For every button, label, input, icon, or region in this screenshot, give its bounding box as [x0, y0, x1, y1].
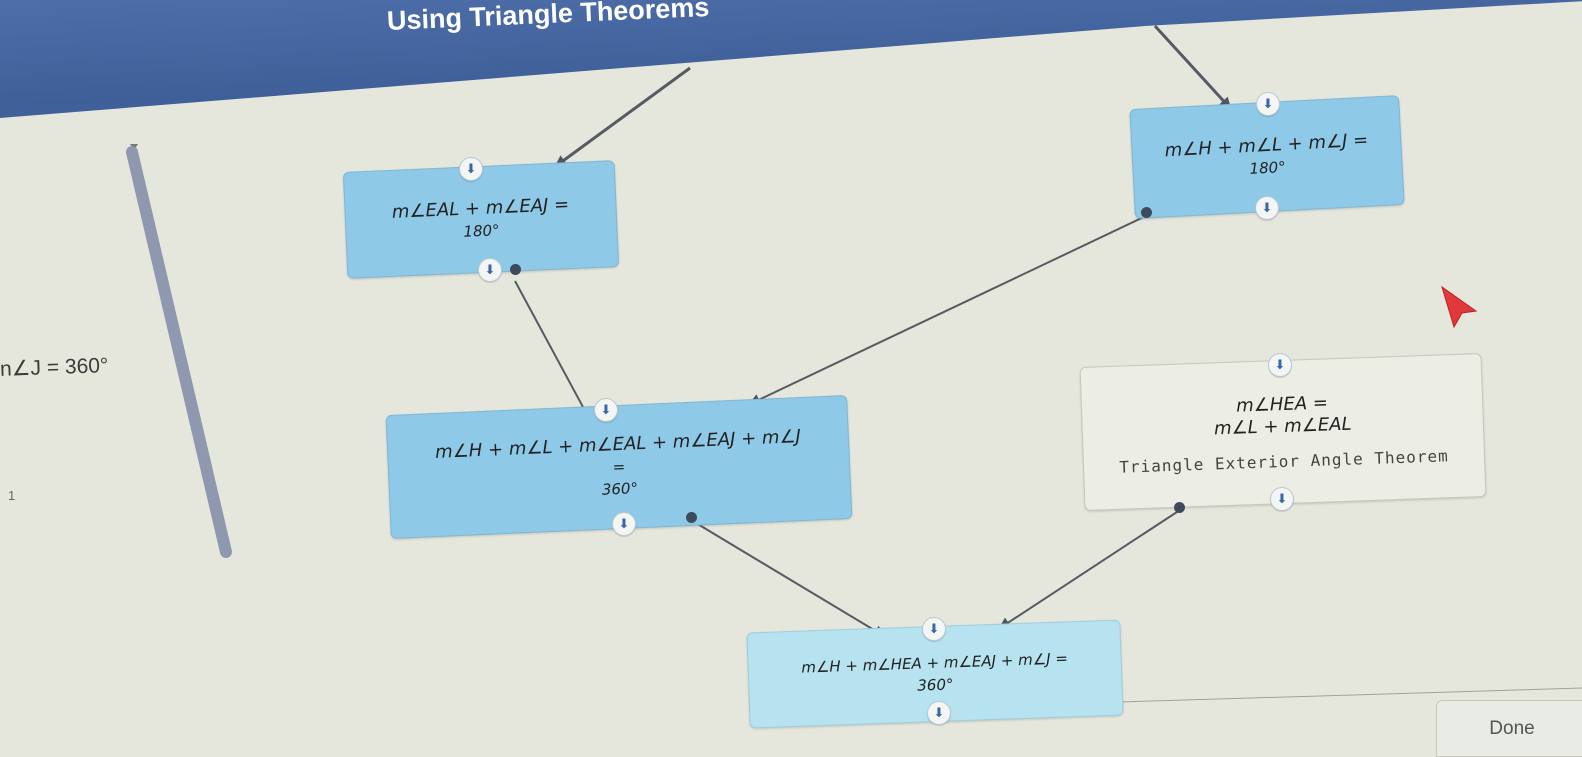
- input-port-arrow-icon[interactable]: ⬇: [1268, 353, 1292, 377]
- connector-dot[interactable]: [686, 512, 697, 523]
- connector-dot[interactable]: [510, 264, 521, 275]
- side-equation: n∠J = 360°: [0, 354, 109, 381]
- done-button[interactable]: Done: [1436, 700, 1582, 757]
- input-port-arrow-icon[interactable]: ⬇: [1256, 92, 1280, 116]
- statement-line: 360°: [917, 675, 954, 695]
- statement-line: 180°: [1249, 158, 1287, 178]
- connector-dot[interactable]: [1141, 207, 1152, 218]
- connector-hlj-to-sum: [748, 214, 1149, 406]
- output-port-arrow-icon[interactable]: ⬇: [478, 258, 502, 282]
- scrollbar[interactable]: [126, 140, 232, 560]
- connector-top-left: [554, 66, 691, 168]
- output-port-arrow-icon[interactable]: ⬇: [1270, 487, 1294, 511]
- scroll-track: [126, 146, 232, 558]
- output-port-arrow-icon[interactable]: ⬇: [927, 701, 951, 725]
- statement-reason: Triangle Exterior Angle Theorem: [1118, 445, 1450, 477]
- statement-line: =: [612, 457, 626, 477]
- input-port-arrow-icon[interactable]: ⬇: [459, 157, 483, 181]
- statement-line: m∠HEA =: [1235, 391, 1329, 417]
- output-port-arrow-icon[interactable]: ⬇: [1255, 196, 1279, 220]
- statement-line: 180°: [463, 220, 500, 241]
- statement-line: 360°: [601, 479, 639, 499]
- mouse-cursor-icon: [1441, 285, 1478, 329]
- statement-line: m∠L + m∠EAL: [1213, 413, 1352, 439]
- connector-eal-to-sum: [514, 280, 591, 422]
- connector-top-right: [1153, 24, 1232, 110]
- output-port-arrow-icon[interactable]: ⬇: [612, 512, 636, 536]
- side-mark: 1: [8, 488, 16, 503]
- bottom-divider: [1119, 687, 1582, 703]
- connector-dot[interactable]: [1174, 502, 1185, 513]
- input-port-arrow-icon[interactable]: ⬇: [922, 617, 946, 641]
- connector-hea-to-final: [998, 509, 1181, 630]
- connector-sum-to-final: [690, 519, 886, 638]
- input-port-arrow-icon[interactable]: ⬇: [594, 398, 618, 422]
